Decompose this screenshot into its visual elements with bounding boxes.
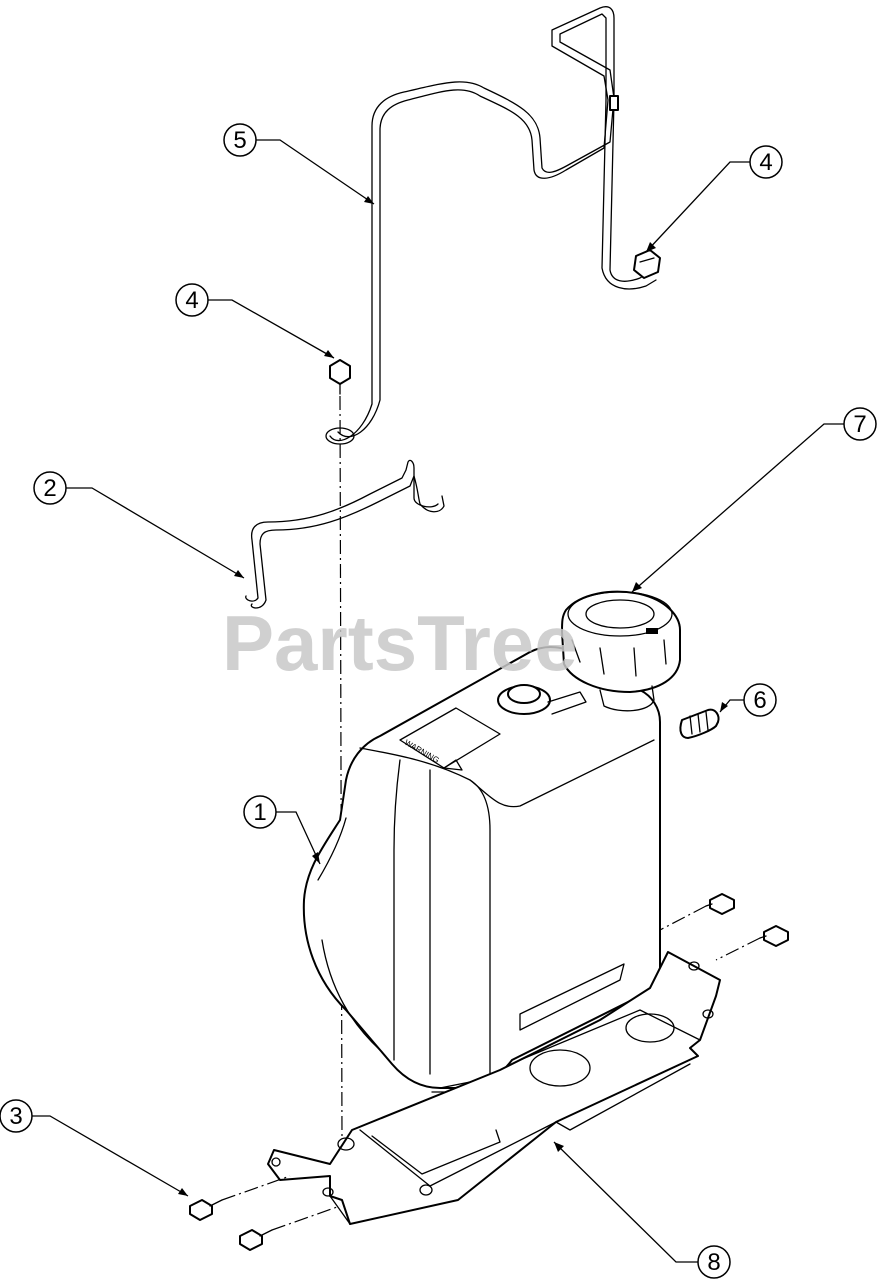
screw-lower-left-b <box>239 1229 273 1251</box>
fuel-cap <box>561 590 681 712</box>
callout-1: 1 <box>243 795 321 865</box>
svg-text:7: 7 <box>853 411 866 438</box>
svg-text:4: 4 <box>759 149 772 176</box>
callout-6: 6 <box>719 683 777 717</box>
screw-right-a <box>705 893 735 915</box>
tank-mounting-bracket <box>267 951 721 1225</box>
callout-2: 2 <box>33 471 245 579</box>
fuel-line <box>325 6 657 445</box>
svg-text:5: 5 <box>233 127 246 154</box>
callout-4-right: 4 <box>645 145 783 253</box>
callout-5: 5 <box>223 123 375 205</box>
svg-text:1: 1 <box>253 799 266 826</box>
hose-clamp-upper <box>633 249 661 279</box>
svg-text:8: 8 <box>707 1249 720 1276</box>
hose-clamp-left <box>329 359 351 395</box>
callout-4-left: 4 <box>175 283 335 359</box>
mounting-screws <box>189 893 789 1251</box>
vent-fitting <box>679 708 720 739</box>
callout-8: 8 <box>553 1141 731 1279</box>
assembly-centerline <box>339 395 343 1141</box>
svg-text:4: 4 <box>185 287 198 314</box>
watermark: PartsTree <box>222 599 578 687</box>
svg-text:2: 2 <box>43 475 56 502</box>
svg-text:6: 6 <box>753 687 766 714</box>
svg-text:3: 3 <box>9 1103 22 1130</box>
callout-3: 3 <box>0 1099 189 1197</box>
screw-lower-left-a <box>189 1199 223 1221</box>
callout-7: 7 <box>631 407 877 593</box>
screw-right-b <box>759 925 789 947</box>
vent-tube <box>245 459 445 609</box>
